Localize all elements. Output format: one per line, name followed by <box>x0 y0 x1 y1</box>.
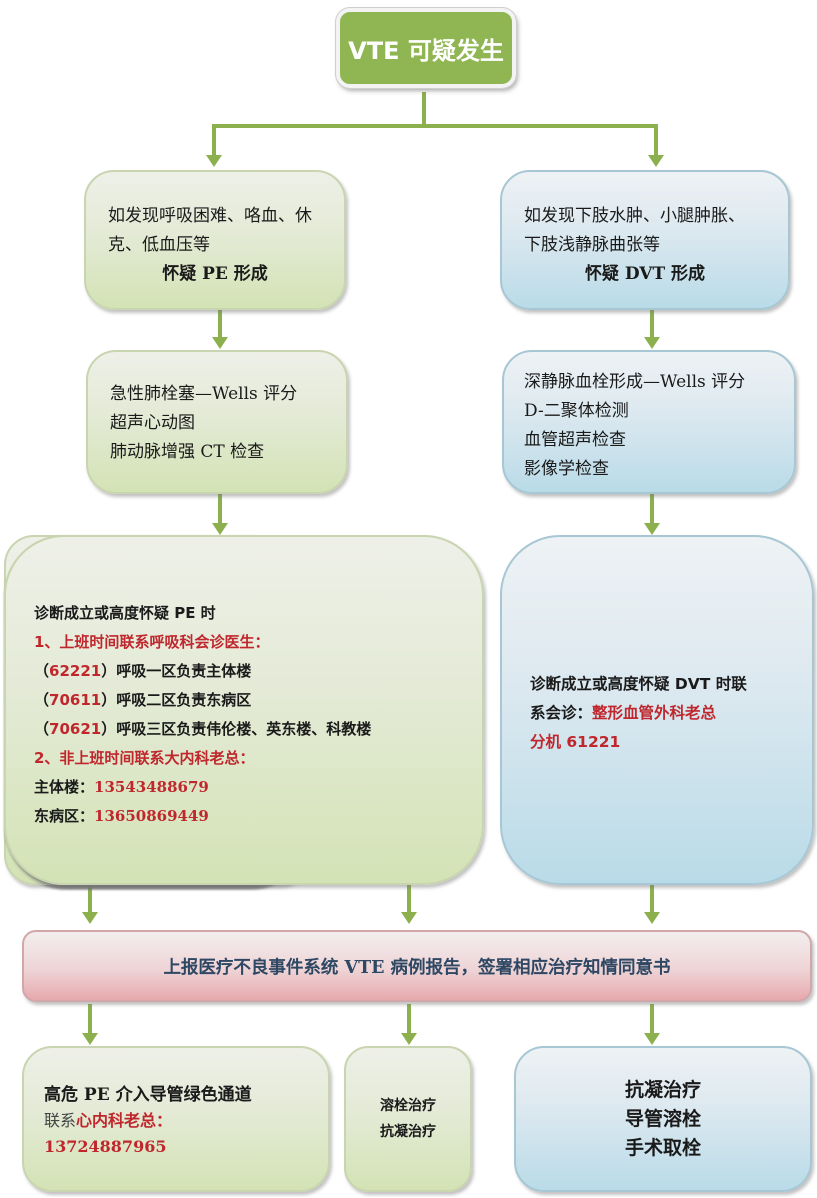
pe-diagnosis-heading: 诊断成立或高度怀疑 PE 时 <box>34 604 216 622</box>
pe-highrisk-department: 心内科老总： <box>76 1111 173 1130</box>
dvt-symptoms-line1: 如发现下肢水肿、小腿肿胀、 <box>524 206 745 226</box>
pe-exam-item: 急性肺栓塞—Wells 评分 <box>110 384 298 404</box>
pe-phone-row: 东病区：13650869449 <box>34 802 371 831</box>
connector-pe-3b <box>407 885 411 913</box>
arrow-down-icon <box>206 155 222 167</box>
arrow-down-icon <box>82 912 98 924</box>
dvt-suspect-node: 如发现下肢水肿、小腿肿胀、 下肢浅静脉曲张等 怀疑 DVT 形成 <box>500 170 790 310</box>
pe-treatment-node: 溶栓治疗 抗凝治疗 <box>344 1046 472 1192</box>
dvt-treatment-item: 手术取栓 <box>624 1136 701 1159</box>
pe-phone-label: 东病区： <box>34 807 95 825</box>
pe-contact-ext: 70621 <box>49 720 102 738</box>
connector-report-1 <box>88 1004 92 1034</box>
arrow-down-icon <box>212 523 228 535</box>
pe-highrisk-contact-prefix: 联系 <box>44 1111 77 1130</box>
pe-highrisk-phone: 13724887965 <box>44 1137 167 1156</box>
connector-report-3 <box>650 1004 654 1034</box>
pe-phone-number: 13650869449 <box>94 807 209 825</box>
pe-contact-ext: 62221 <box>49 662 102 680</box>
connector-pe-1 <box>218 310 222 338</box>
pe-phone-number: 13543488679 <box>94 778 209 796</box>
connector-report-2 <box>407 1004 411 1034</box>
arrow-down-icon <box>401 1033 417 1045</box>
arrow-down-icon <box>644 523 660 535</box>
arrow-down-icon <box>644 337 660 349</box>
pe-diagnosis-outer: 诊断成立或高度怀疑 PE 时 1、上班时间联系呼吸科会诊医生： （62221）呼… <box>4 535 484 885</box>
vte-suspected-label: VTE 可疑发生 <box>348 36 504 65</box>
pe-contact-ext: 70611 <box>49 691 102 709</box>
pe-phone-row: 主体楼：13543488679 <box>34 773 371 802</box>
connector-dvt-1 <box>650 310 654 338</box>
pe-step1-label: 1、上班时间联系呼吸科会诊医生： <box>34 633 270 651</box>
report-node: 上报医疗不良事件系统 VTE 病例报告，签署相应治疗知情同意书 <box>22 930 812 1002</box>
pe-symptoms-line2: 克、低血压等 <box>108 235 210 255</box>
connector-pe-3a <box>88 885 92 913</box>
dvt-exam-node: 深静脉血栓形成—Wells 评分 D-二聚体检测 血管超声检查 影像学检查 <box>502 350 796 494</box>
connector-top-down <box>422 92 426 127</box>
pe-contact-desc: 呼吸三区负责伟伦楼、英东楼、科教楼 <box>116 720 372 738</box>
connector-dvt-2 <box>650 494 654 524</box>
dvt-treatment-node: 抗凝治疗 导管溶栓 手术取栓 <box>514 1046 812 1192</box>
dvt-diagnosis-node: 诊断成立或高度怀疑 DVT 时联 系会诊：整形血管外科老总 分机 61221 <box>500 535 814 885</box>
pe-exam-node: 急性肺栓塞—Wells 评分 超声心动图 肺动脉增强 CT 检查 <box>86 350 348 494</box>
connector-pe-2 <box>218 494 222 524</box>
pe-step2-label: 2、非上班时间联系大内科老总： <box>34 749 255 767</box>
pe-treatment-item: 抗凝治疗 <box>380 1124 436 1140</box>
connector-right-drop <box>654 124 658 156</box>
arrow-down-icon <box>212 337 228 349</box>
dvt-diagnosis-prefix: 系会诊： <box>530 704 593 722</box>
pe-suspect-title: 怀疑 PE 形成 <box>162 264 268 284</box>
pe-highrisk-title: 高危 PE 介入导管绿色通道 <box>44 1085 252 1105</box>
arrow-down-icon <box>644 1033 660 1045</box>
connector-dvt-3 <box>650 885 654 913</box>
pe-highrisk-node: 高危 PE 介入导管绿色通道 联系心内科老总： 13724887965 <box>22 1046 330 1192</box>
pe-contact-desc: 呼吸二区负责东病区 <box>116 691 252 709</box>
pe-exam-item: 肺动脉增强 CT 检查 <box>110 442 265 462</box>
dvt-treatment-item: 导管溶栓 <box>624 1107 701 1130</box>
dvt-exam-item: 血管超声检查 <box>524 430 626 450</box>
dvt-suspect-title: 怀疑 DVT 形成 <box>584 264 706 284</box>
arrow-down-icon <box>401 912 417 924</box>
dvt-exam-item: 深静脉血栓形成—Wells 评分 <box>524 372 746 392</box>
pe-phone-label: 主体楼： <box>34 778 95 796</box>
vte-suspected-node: VTE 可疑发生 <box>335 7 517 89</box>
arrow-down-icon <box>82 1033 98 1045</box>
dvt-exam-item: D-二聚体检测 <box>524 401 629 421</box>
dvt-symptoms-line2: 下肢浅静脉曲张等 <box>524 235 660 255</box>
report-label: 上报医疗不良事件系统 VTE 病例报告，签署相应治疗知情同意书 <box>163 957 671 978</box>
dvt-consult-department: 整形血管外科老总 <box>592 704 717 722</box>
arrow-down-icon <box>648 155 664 167</box>
connector-left-drop <box>212 124 216 156</box>
dvt-diagnosis-line1: 诊断成立或高度怀疑 DVT 时联 <box>530 675 747 693</box>
pe-contact-row: （70621）呼吸三区负责伟伦楼、英东楼、科教楼 <box>34 720 372 738</box>
dvt-treatment-item: 抗凝治疗 <box>624 1078 701 1101</box>
connector-horizontal <box>212 124 658 128</box>
dvt-consult-extension: 分机 61221 <box>530 733 621 751</box>
dvt-diagnosis-line2: 系会诊：整形血管外科老总 <box>530 699 747 728</box>
pe-contact-desc: 呼吸一区负责主体楼 <box>116 662 252 680</box>
pe-suspect-node: 如发现呼吸困难、咯血、休 克、低血压等 怀疑 PE 形成 <box>84 170 346 310</box>
pe-symptoms-line1: 如发现呼吸困难、咯血、休 <box>108 206 312 226</box>
pe-exam-item: 超声心动图 <box>110 413 195 433</box>
pe-contact-row: （70611）呼吸二区负责东病区 <box>34 691 252 709</box>
pe-contact-row: （62221）呼吸一区负责主体楼 <box>34 662 252 680</box>
pe-highrisk-contact: 联系心内科老总： <box>44 1108 252 1134</box>
dvt-exam-item: 影像学检查 <box>524 459 609 479</box>
arrow-down-icon <box>644 912 660 924</box>
pe-treatment-item: 溶栓治疗 <box>380 1098 436 1114</box>
